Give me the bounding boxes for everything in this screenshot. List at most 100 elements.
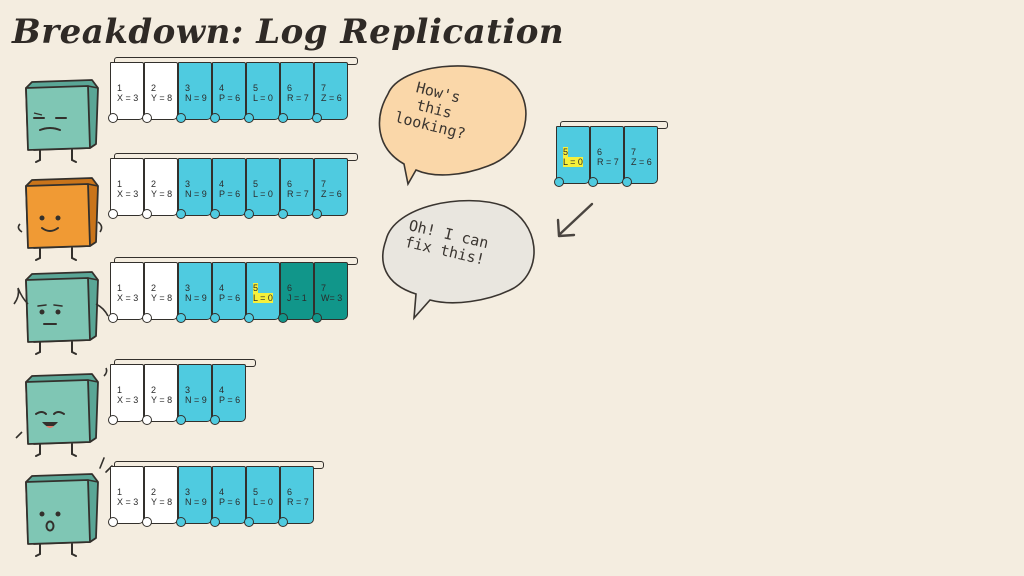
entry-command: Y = 8: [151, 395, 173, 405]
entry-index: 4: [219, 487, 225, 497]
entry-index: 4: [219, 83, 225, 93]
entry-command: L = 0: [253, 293, 273, 303]
entry-index: 6: [287, 487, 293, 497]
down-left-arrow-icon: [556, 202, 594, 238]
entry-command: P = 6: [219, 293, 241, 303]
entry-index: 4: [219, 385, 225, 395]
entry-index: 5: [253, 83, 259, 93]
entry-command: R = 7: [287, 93, 309, 103]
entry-command: J = 1: [287, 293, 307, 303]
follower-character: [12, 456, 113, 557]
scroll-curl-icon: [312, 209, 322, 219]
scroll-curl-icon: [142, 209, 152, 219]
entry-index: 6: [287, 283, 293, 293]
entry-index: 3: [185, 179, 191, 189]
entry-index: 6: [597, 147, 603, 157]
scroll-curl-icon: [278, 113, 288, 123]
entry-command: P = 6: [219, 189, 241, 199]
happy-face-icon: [35, 411, 65, 428]
leader-speech-bubble: [378, 65, 527, 187]
scroll-curl-icon: [176, 313, 186, 323]
entry-command: L = 0: [253, 93, 273, 103]
follower-character: [12, 254, 112, 355]
scroll-curl-icon: [312, 113, 322, 123]
scroll-curl-icon: [142, 113, 152, 123]
scroll-curl-icon: [108, 415, 118, 425]
scroll-curl-icon: [108, 113, 118, 123]
entry-command: N = 9: [185, 395, 207, 405]
unamused-face-icon: [33, 112, 67, 131]
entry-index: 5: [253, 487, 259, 497]
scroll-curl-icon: [108, 209, 118, 219]
entry-index: 2: [151, 83, 157, 93]
entry-index: 7: [321, 179, 327, 189]
entry-index: 1: [117, 83, 123, 93]
entry-command: R = 7: [287, 497, 309, 507]
entry-command: X = 3: [117, 395, 139, 405]
entry-command: R = 7: [597, 157, 619, 167]
entry-index: 3: [185, 487, 191, 497]
entry-index: 3: [185, 385, 191, 395]
scroll-curl-icon: [176, 517, 186, 527]
entry-index: 5: [253, 283, 259, 293]
follower-character: [12, 62, 112, 163]
entry-command: P = 6: [219, 93, 241, 103]
scroll-curl-icon: [210, 415, 220, 425]
entry-command: X = 3: [117, 293, 139, 303]
entry-index: 1: [117, 179, 123, 189]
entry-index: 7: [321, 283, 327, 293]
scroll-curl-icon: [176, 113, 186, 123]
scroll-curl-icon: [142, 415, 152, 425]
entry-command: Y = 8: [151, 189, 173, 199]
entry-index: 2: [151, 179, 157, 189]
entry-command: N = 9: [185, 497, 207, 507]
entry-command: P = 6: [219, 497, 241, 507]
scroll-curl-icon: [244, 209, 254, 219]
scroll-curl-icon: [244, 313, 254, 323]
entry-index: 2: [151, 487, 157, 497]
entry-index: 1: [117, 283, 123, 293]
scroll-curl-icon: [278, 517, 288, 527]
scroll-curl-icon: [210, 113, 220, 123]
entry-command: Y = 8: [151, 293, 173, 303]
scroll-curl-icon: [108, 313, 118, 323]
scroll-curl-icon: [554, 177, 564, 187]
scroll-curl-icon: [210, 313, 220, 323]
entry-command: Y = 8: [151, 497, 173, 507]
scroll-curl-icon: [244, 113, 254, 123]
entry-command: X = 3: [117, 497, 139, 507]
follower-character: [12, 356, 112, 457]
entry-command: L = 0: [563, 157, 583, 167]
scroll-curl-icon: [278, 313, 288, 323]
scroll-curl-icon: [588, 177, 598, 187]
leader-character: [12, 160, 112, 261]
entry-command: L = 0: [253, 497, 273, 507]
scroll-curl-icon: [210, 209, 220, 219]
entry-command: X = 3: [117, 189, 139, 199]
scroll-curl-icon: [142, 517, 152, 527]
entry-command: W= 3: [321, 293, 343, 303]
